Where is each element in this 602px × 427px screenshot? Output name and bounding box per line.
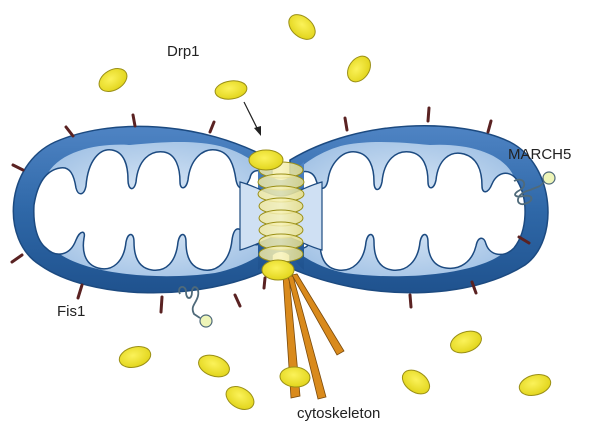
drp1-ring — [259, 246, 303, 262]
fis1-receptor — [133, 115, 135, 126]
fis1-receptor — [78, 285, 82, 298]
fis1-receptor — [488, 121, 491, 132]
drp1-particle — [448, 327, 485, 357]
march5-label: MARCH5 — [508, 146, 571, 163]
drp1-particle — [214, 79, 248, 101]
drp1-particle — [95, 64, 131, 96]
drp1-label: Drp1 — [167, 43, 200, 60]
drp1-cap-top — [249, 150, 283, 170]
drp1-particle — [117, 343, 153, 371]
drp1-particle — [196, 351, 233, 381]
protein-bead-bottom — [200, 315, 212, 327]
fis1-receptor — [235, 295, 240, 306]
fis1-receptor — [66, 127, 73, 136]
fis1-receptor — [13, 165, 23, 170]
drp1-particle — [222, 382, 258, 414]
fis1-label: Fis1 — [57, 303, 85, 320]
mitochondrion-left — [13, 126, 272, 292]
fis1-receptor — [410, 295, 411, 307]
drp1-cap-bottom — [262, 260, 294, 280]
drp1-particle — [517, 371, 553, 399]
drp1-particle — [343, 52, 375, 86]
drp1-arrow — [244, 102, 261, 136]
fis1-receptor — [12, 255, 22, 262]
fis1-receptor — [345, 118, 347, 130]
drp1-particle — [279, 366, 311, 389]
cytoskeleton-label: cytoskeleton — [297, 405, 380, 422]
drp1-particle — [398, 365, 434, 399]
fis1-receptor — [264, 278, 265, 288]
fis1-receptor — [428, 108, 429, 121]
membrane-protein-bottom — [179, 287, 212, 327]
march5-bead — [543, 172, 555, 184]
fis1-receptor — [161, 297, 162, 312]
fis1-receptor — [210, 122, 214, 132]
drp1-particle — [284, 10, 320, 45]
